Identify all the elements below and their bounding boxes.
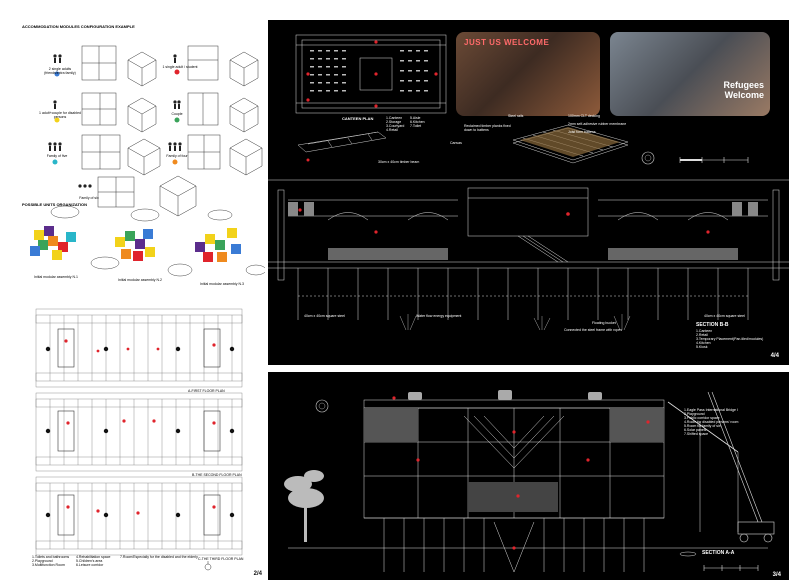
page-number-2: 2/4	[253, 571, 262, 577]
section-aa-drawing	[284, 390, 775, 573]
north-arrow-icon	[204, 563, 212, 571]
canteen-legend-col1: 1.Canteen 2.Storage 3.Courtyard 4.Retail	[386, 116, 404, 132]
plan-legend-item: 2.Playground	[32, 559, 53, 563]
plan-label-a: A-FIRST FLOOR PLAN	[188, 389, 225, 393]
section-aa-legend-item: 6.Solar panels	[684, 428, 707, 432]
plan-legend-item: 4.Rehabilitation space	[76, 555, 111, 559]
canteen-drawings	[268, 34, 789, 331]
assembly-label-2: Initial modular assembly N.2	[118, 278, 162, 282]
section-aa-title: SECTION A-A	[702, 550, 735, 556]
photo-2-text-1: Refugees	[723, 80, 764, 90]
floor-plans-panel: A-FIRST FLOOR PLAN B-THE SECOND FLOOR PL…	[28, 305, 268, 577]
modules-title: ACCOMMODATION MODULES CONFIGURATION EXAM…	[22, 24, 135, 29]
section-aa-legend-item: 3.Public corridor space	[684, 416, 720, 420]
module-label-6: Family of four	[166, 154, 188, 158]
annot-connected-frame: Connected the steel frame with ropes	[564, 328, 622, 332]
module-label-2: 1 single adult / student	[162, 65, 198, 69]
annot-water-flow: Water flow energy equipment	[416, 314, 462, 318]
annot-square-steel: 40cm x 40cm square steel	[304, 314, 345, 318]
canteen-legend-item: 4.Retail	[386, 128, 398, 132]
scale-bar	[703, 565, 759, 571]
section-bb-legend-item: 3.Temporary Placement(Pan-tiled/modules)	[696, 337, 764, 341]
page-number-3: 3/4	[772, 572, 781, 578]
plan-legend-col1: 1.Toilets and bathrooms 2.Playground 3.M…	[32, 555, 69, 567]
canteen-legend-item: 5.Aisle	[410, 116, 421, 120]
plan-label-b: B-THE SECOND FLOOR PLAN	[192, 473, 242, 477]
module-label-1: 2 single adults (friends/extra family)	[44, 67, 76, 75]
section-bb-legend: 1.Canteen 2.Retail 3.Temporary Placement…	[696, 329, 763, 349]
module-label-7: Family of six	[79, 196, 99, 200]
canteen-plan-title: CANTEEN PLAN	[342, 116, 374, 121]
tree-illustration	[284, 470, 324, 542]
canteen-plan	[295, 34, 447, 114]
plan-legend-item: 3.Multifunction Room	[32, 563, 65, 567]
section-aa-panel: 1.Eagle Pass International Bridge I 2.Pl…	[268, 372, 789, 580]
canteen-legend-item: 2.Storage	[386, 120, 402, 124]
section-marker-icon	[679, 551, 697, 557]
module-label-5: Family of five	[46, 154, 68, 158]
un-emblem-icon	[315, 399, 329, 413]
canteen-photo-1: JUST US WELCOME	[456, 32, 600, 116]
annot-timber-beam: 30cm x 40cm timber beam	[378, 160, 420, 164]
canteen-photo-2: Refugees Welcome	[610, 32, 770, 116]
section-aa-legend-item: 5.Room for family of six	[684, 424, 721, 428]
canteen-legend-item: 7.Toilet	[410, 124, 422, 128]
canteen-legend-col2: 5.Aisle 6.Kitchen 7.Toilet	[410, 116, 425, 128]
module-label-4: Couple	[171, 112, 183, 116]
section-aa-legend-item: 4.Room for disabled persons' room	[684, 420, 739, 424]
annot-steel-rails: Steel rails	[508, 114, 524, 118]
module-drawings	[30, 45, 265, 277]
timber-beam-detail	[297, 131, 387, 153]
crane-illustration	[707, 391, 775, 543]
plants	[399, 314, 631, 331]
page-number-4: 4/4	[770, 353, 779, 359]
photo-2-text-2: Welcome	[724, 90, 764, 100]
plan-legend-col3: 7.Room/Especially for the disabled and t…	[120, 555, 200, 559]
section-aa-legend-item: 1.Eagle Pass International Bridge I	[684, 408, 738, 412]
section-aa-legend: 1.Eagle Pass International Bridge I 2.Pl…	[684, 408, 738, 436]
module-label-3: 1 adult+couple for disabled persons	[39, 111, 81, 119]
canteen-legend-item: 6.Kitchen	[410, 120, 425, 124]
section-aa-legend-item: 7.Shifted space	[684, 432, 709, 436]
plan-legend-item: 1.Toilets and bathrooms	[32, 555, 70, 559]
section-aa-legend-item: 2.Playground	[684, 412, 705, 416]
plan-label-c: C-THE THIRD FLOOR PLAN	[198, 557, 244, 561]
units-title: POSSIBLE UNITS ORGANIZATION	[22, 202, 88, 207]
assembly-blocks	[30, 226, 241, 262]
annot-square-steel-2: 40cm x 40cm square steel	[704, 314, 745, 318]
section-bb-title: SECTION B-B	[696, 322, 729, 328]
annot-rubber-membrane: 2mm self-adhesive rubber membrane	[568, 122, 627, 126]
section-bb-drawing	[268, 179, 789, 320]
canteen-section-panel: JUST US WELCOME Refugees Welcome CANTEEN…	[268, 20, 789, 365]
plan-legend-item: 7.Room/Especially for the disabled and t…	[120, 555, 198, 559]
plan-legend-col2: 4.Rehabilitation space 5.Children's area…	[76, 555, 110, 567]
annot-clt-decking: 100mm CLT decking	[568, 114, 600, 118]
plan-legend-item: 6.Leisure corridor	[76, 563, 104, 567]
section-bb-legend-item: 1.Canteen	[696, 329, 713, 333]
un-emblem-icon	[641, 151, 655, 165]
modules-panel: ACCOMMODATION MODULES CONFIGURATION EXAM…	[20, 20, 265, 295]
assembly-label-1: Initial modular assembly N.1	[34, 275, 78, 279]
assembly-label-3: Initial modular assembly N.3	[200, 282, 244, 286]
canteen-legend-item: 3.Courtyard	[386, 124, 405, 128]
annot-joist-battens: Joist form battens	[568, 130, 596, 134]
section-bb-legend-item: 2.Retail	[696, 333, 708, 337]
section-bb-legend-item: 5.Kiosk	[696, 345, 708, 349]
photo-1-sign: JUST US WELCOME	[464, 38, 550, 47]
annot-reclaimed-timber: Reclaimed timber planks fixed down to ba…	[464, 124, 511, 132]
canteen-legend-item: 1.Canteen	[386, 116, 403, 120]
section-bb-legend-item: 4.Kitchen	[696, 341, 711, 345]
annot-floating-bucket: Floating bucket	[592, 321, 616, 325]
annot-canvas: Canvas	[450, 141, 462, 145]
plan-legend-item: 5.Children's area	[76, 559, 103, 563]
floor-plan-drawings	[35, 308, 243, 571]
